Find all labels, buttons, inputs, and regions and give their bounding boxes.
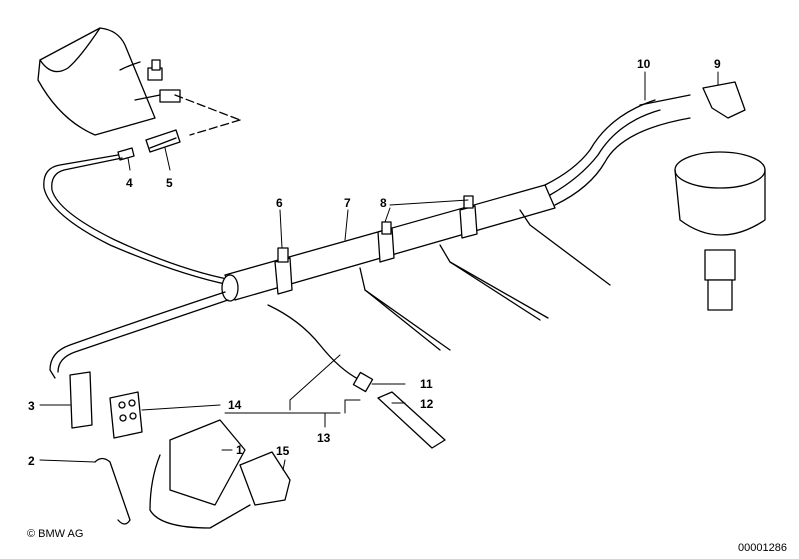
connector-11[interactable] [352, 371, 374, 393]
coil-lead-wire [43, 154, 231, 286]
connector-12[interactable] [377, 391, 446, 449]
callout-4[interactable]: 4 [126, 176, 133, 190]
connector-5[interactable] [145, 129, 181, 153]
harness-sleeve[interactable] [221, 94, 691, 302]
callout-13[interactable]: 13 [317, 431, 331, 445]
callout-8[interactable]: 8 [380, 196, 387, 210]
spark-plug-connector-9[interactable] [702, 81, 746, 119]
callout-15[interactable]: 15 [276, 444, 290, 458]
callout-14[interactable]: 14 [228, 398, 242, 412]
document-number: 00001286 [738, 542, 787, 554]
callout-10[interactable]: 10 [637, 57, 651, 71]
callout-2[interactable]: 2 [28, 454, 35, 468]
ignition-coil[interactable] [37, 27, 241, 136]
ground-wire [149, 454, 251, 529]
plug-14[interactable] [109, 391, 143, 439]
clamp-8b[interactable] [459, 195, 478, 239]
callout-6[interactable]: 6 [276, 196, 283, 210]
callout-9[interactable]: 9 [714, 57, 721, 71]
connector-4[interactable] [117, 147, 135, 161]
callout-12[interactable]: 12 [420, 397, 434, 411]
copyright-notice: © BMW AG [27, 528, 84, 540]
callout-5[interactable]: 5 [166, 176, 173, 190]
clamp-8a[interactable] [377, 221, 395, 263]
callout-11[interactable]: 11 [420, 377, 433, 391]
clamp-6[interactable] [274, 247, 293, 295]
control-unit-1[interactable] [169, 419, 246, 506]
distributor[interactable] [674, 151, 766, 311]
relay-15[interactable] [239, 451, 291, 506]
branch-wire-a [267, 304, 361, 381]
callout-3[interactable]: 3 [28, 399, 35, 413]
lower-wire [49, 291, 226, 379]
callout-7[interactable]: 7 [344, 196, 351, 210]
callout-1[interactable]: 1 [236, 443, 243, 457]
bracket-3[interactable] [69, 371, 93, 429]
spring-clip-2[interactable] [94, 457, 131, 525]
